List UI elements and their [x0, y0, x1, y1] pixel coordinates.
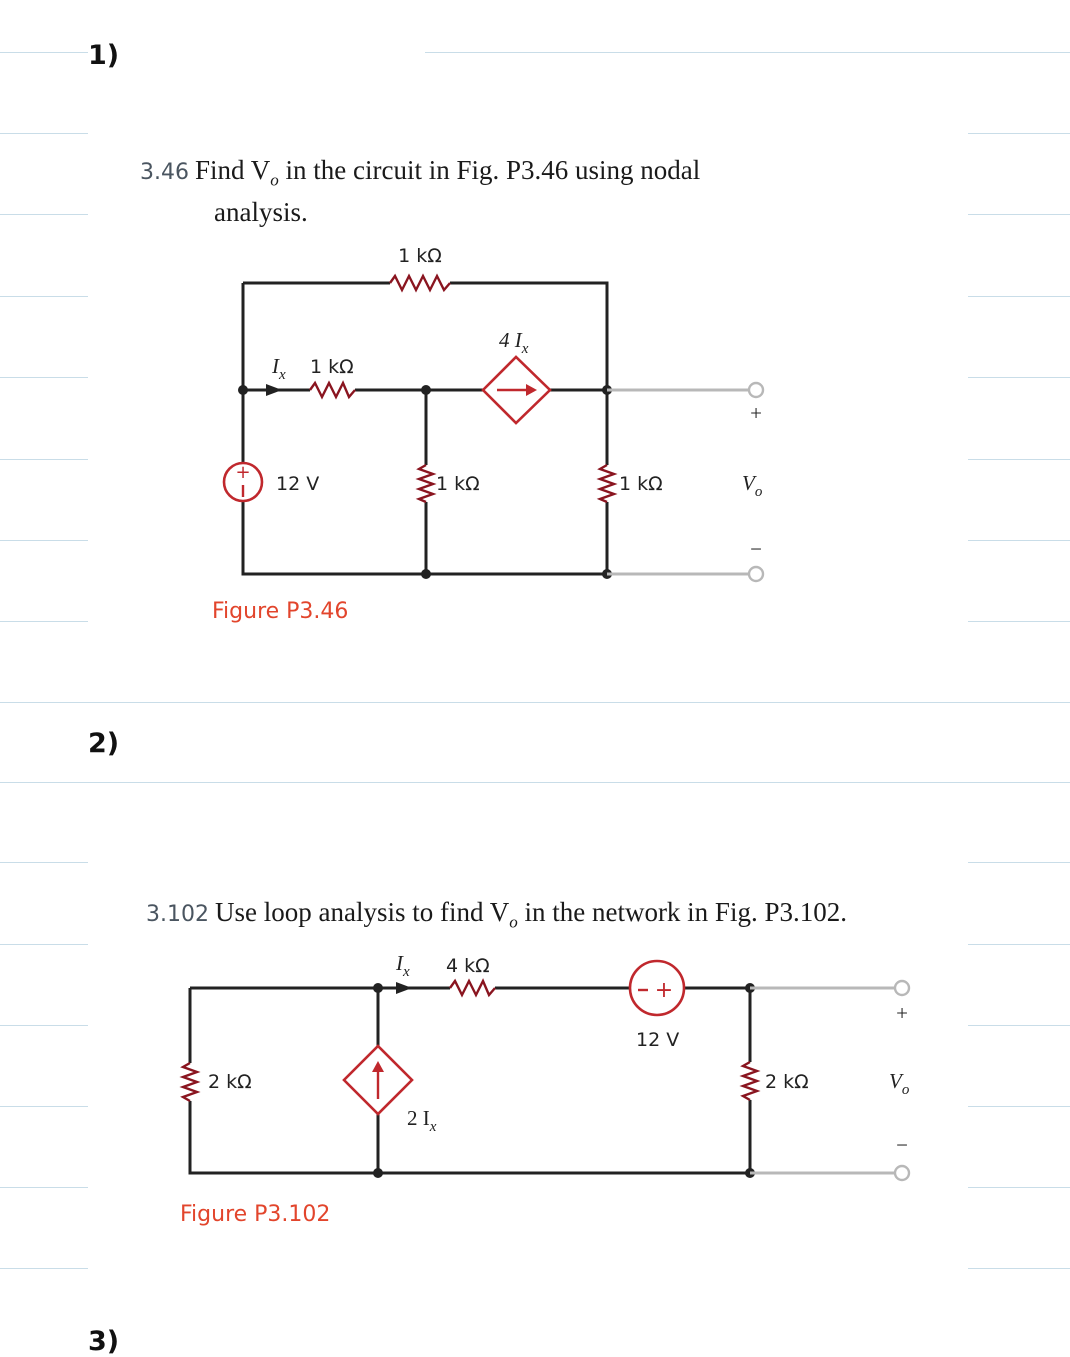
resistor-vertical-2: [596, 463, 618, 504]
resistor-right: [739, 1060, 761, 1102]
resistor-series: [309, 380, 356, 400]
label-r-left: 2 kΩ: [208, 1071, 252, 1093]
voltage-source-icon: [222, 461, 264, 503]
problem-text: Use loop analysis to find V: [214, 897, 510, 927]
problem-number: 3.46: [140, 160, 189, 185]
label-r-series: 1 kΩ: [310, 356, 354, 378]
problem-number: 3.102: [146, 902, 209, 927]
resistor-top: [449, 978, 496, 998]
problem-text-rest: in the network in Fig. P3.102.: [517, 897, 847, 927]
circuit-figure-p3-46: + 1 kΩ Ix 1 kΩ 4 Ix 12 V 1 kΩ 1 kΩ + Vo …: [222, 245, 765, 583]
source-plus: +: [235, 462, 250, 483]
subscript: o: [509, 912, 518, 932]
label-minus: −: [896, 1133, 908, 1157]
output-terminal-minus: [747, 565, 765, 583]
resistor-left: [179, 1061, 201, 1103]
subscript: o: [270, 170, 279, 190]
label-output: Vo: [742, 471, 763, 500]
current-arrow-icon: [266, 384, 282, 396]
problem-text: Find V: [194, 155, 271, 185]
label-plus: +: [750, 401, 762, 425]
label-output: Vo: [889, 1069, 910, 1098]
output-terminal-plus: [893, 979, 911, 997]
label-voltage-source: 12 V: [276, 473, 319, 495]
resistor-top: [389, 273, 451, 293]
label-r-vertical-2: 1 kΩ: [619, 473, 663, 495]
label-r-right: 2 kΩ: [765, 1071, 809, 1093]
label-r-vertical-1: 1 kΩ: [436, 473, 480, 495]
label-dep-source: 4 Ix: [499, 328, 529, 357]
current-arrow-icon: [396, 982, 412, 994]
question-number-3-partial: 3): [88, 1326, 120, 1357]
problem-text-line2: analysis.: [214, 197, 308, 228]
problem-text-rest: in the circuit in Fig. P3.46 using nodal: [278, 155, 701, 185]
label-current: Ix: [271, 354, 286, 383]
label-current: Ix: [395, 951, 410, 980]
source-plus: +: [655, 978, 673, 1003]
label-dep-source: 2 Ix: [407, 1106, 437, 1135]
voltage-source-icon: [628, 959, 686, 1017]
label-r-top: 4 kΩ: [446, 955, 490, 977]
output-terminal-minus: [893, 1164, 911, 1182]
question-number-2: 2): [88, 728, 120, 759]
question-number-1: 1): [88, 40, 120, 71]
label-minus: −: [750, 537, 762, 561]
label-plus: +: [896, 1001, 908, 1025]
output-terminal-plus: [747, 381, 765, 399]
figure-caption-2: Figure P3.102: [180, 1202, 331, 1227]
figure-caption-1: Figure P3.46: [212, 599, 349, 624]
label-voltage-source: 12 V: [636, 1029, 679, 1051]
resistor-vertical-1: [415, 463, 437, 504]
label-r-top: 1 kΩ: [398, 245, 442, 267]
